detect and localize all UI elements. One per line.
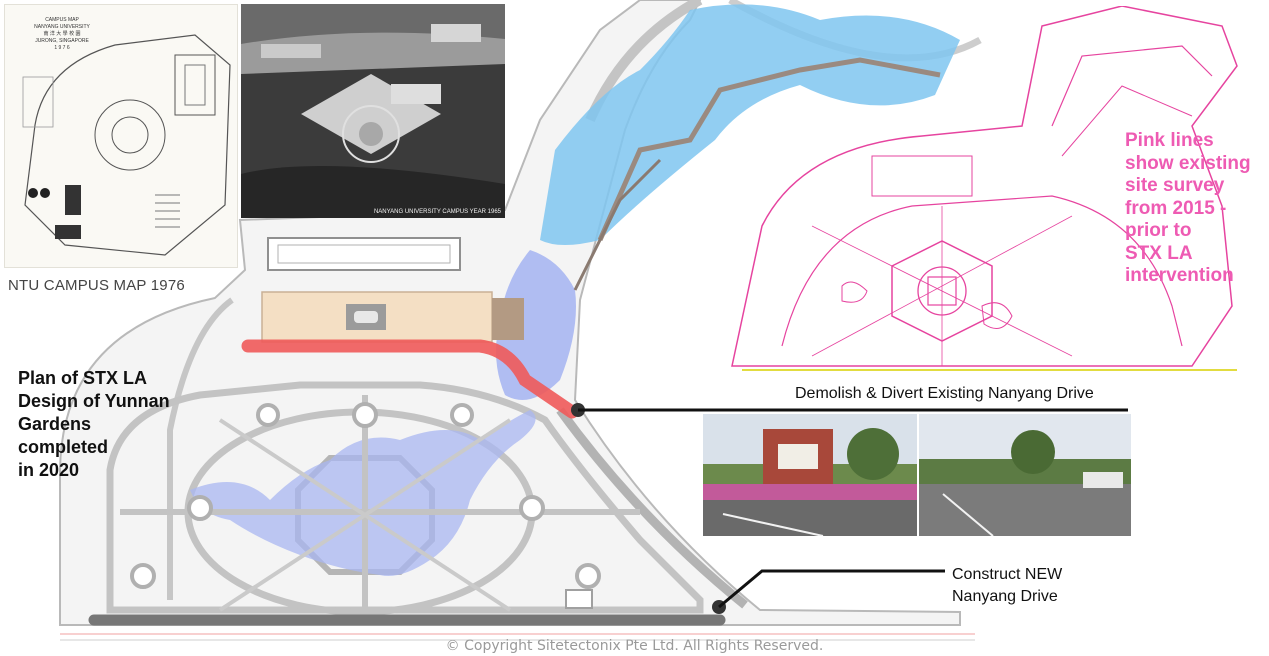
garden-node-nw xyxy=(256,403,280,427)
pink-note-line: show existing xyxy=(1125,152,1251,174)
plan-caption-line: Gardens xyxy=(18,414,92,434)
pink-note-line: prior to xyxy=(1125,220,1192,241)
pink-note-line: from 2015 - xyxy=(1125,197,1227,219)
construct-label-line: Nanyang Drive xyxy=(952,588,1058,605)
plan-caption-line: completed xyxy=(18,437,109,457)
pink-lines-note: Pink lines show existing site survey fro… xyxy=(1125,130,1269,288)
street-photos xyxy=(703,414,1131,536)
road-west-arc xyxy=(167,297,234,600)
pink-note-line: site survey xyxy=(1125,175,1225,196)
garden-node-ne xyxy=(450,403,474,427)
bridge-path-1 xyxy=(597,57,941,242)
street-photos-drawing xyxy=(703,414,1131,536)
campus-map-header: CAMPUS MAP NANYANG UNIVERSITY 南 洋 大 學 校 … xyxy=(27,17,97,52)
garden-outer-path xyxy=(106,381,704,614)
campus-map-drawing xyxy=(22,34,231,256)
garden-node-sw xyxy=(130,563,156,589)
garden-node-e xyxy=(519,495,545,521)
aerial-photo-1965: NANYANG UNIVERSITY CAMPUS YEAR 1965 xyxy=(241,4,505,218)
bridge-path-2 xyxy=(573,158,662,291)
pink-note-line: STX LA xyxy=(1125,242,1193,264)
garden-node-n xyxy=(352,402,378,428)
garden-pavilion-south xyxy=(565,589,593,609)
plaza-east-deck xyxy=(492,298,524,340)
plan-caption-line: Plan of STX LA xyxy=(18,368,148,388)
garden-node-se xyxy=(575,563,601,589)
pink-survey-drawing xyxy=(731,6,1238,371)
campus-map-header-line: JURONG, SINGAPORE xyxy=(35,38,89,44)
campus-map-header-line: NANYANG UNIVERSITY xyxy=(34,24,90,30)
aerial-photo-caption: NANYANG UNIVERSITY CAMPUS YEAR 1965 xyxy=(373,209,501,215)
copyright-notice: © Copyright Sitetectonix Pte Ltd. All Ri… xyxy=(445,638,824,654)
demolish-label: Demolish & Divert Existing Nanyang Drive xyxy=(795,385,1094,402)
plan-caption: Plan of STX LA Design of Yunnan Gardens … xyxy=(18,367,208,482)
pink-note-line: Pink lines xyxy=(1125,130,1214,151)
plan-caption-line: in 2020 xyxy=(18,460,80,480)
pink-note-line: intervention xyxy=(1125,265,1234,286)
campus-map-header-line: 1 9 7 6 xyxy=(54,45,70,51)
campus-map-caption: NTU CAMPUS MAP 1976 xyxy=(8,277,185,294)
demolished-road xyxy=(241,339,579,419)
hall-building-inner xyxy=(277,244,451,264)
campus-map-1976: CAMPUS MAP NANYANG UNIVERSITY 南 洋 大 學 校 … xyxy=(4,4,238,268)
garden-node-w xyxy=(187,495,213,521)
campus-map-header-line: 南 洋 大 學 校 園 xyxy=(43,31,81,37)
campus-map-header-line: CAMPUS MAP xyxy=(45,17,79,23)
diagonal-road-edge xyxy=(556,407,748,609)
upper-water-channel xyxy=(540,4,960,245)
plan-caption-line: Design of Yunnan xyxy=(18,391,170,411)
hall-building xyxy=(267,237,461,271)
construct-label-line: Construct NEW xyxy=(952,566,1063,583)
pink-site-survey-2015 xyxy=(722,6,1240,374)
garden-path-diag2 xyxy=(218,418,512,612)
plaza-centre-inner xyxy=(354,311,378,323)
aerial-photo-drawing xyxy=(241,4,505,218)
construct-leader xyxy=(718,569,945,609)
construct-label: Construct NEW Nanyang Drive xyxy=(952,564,1112,608)
